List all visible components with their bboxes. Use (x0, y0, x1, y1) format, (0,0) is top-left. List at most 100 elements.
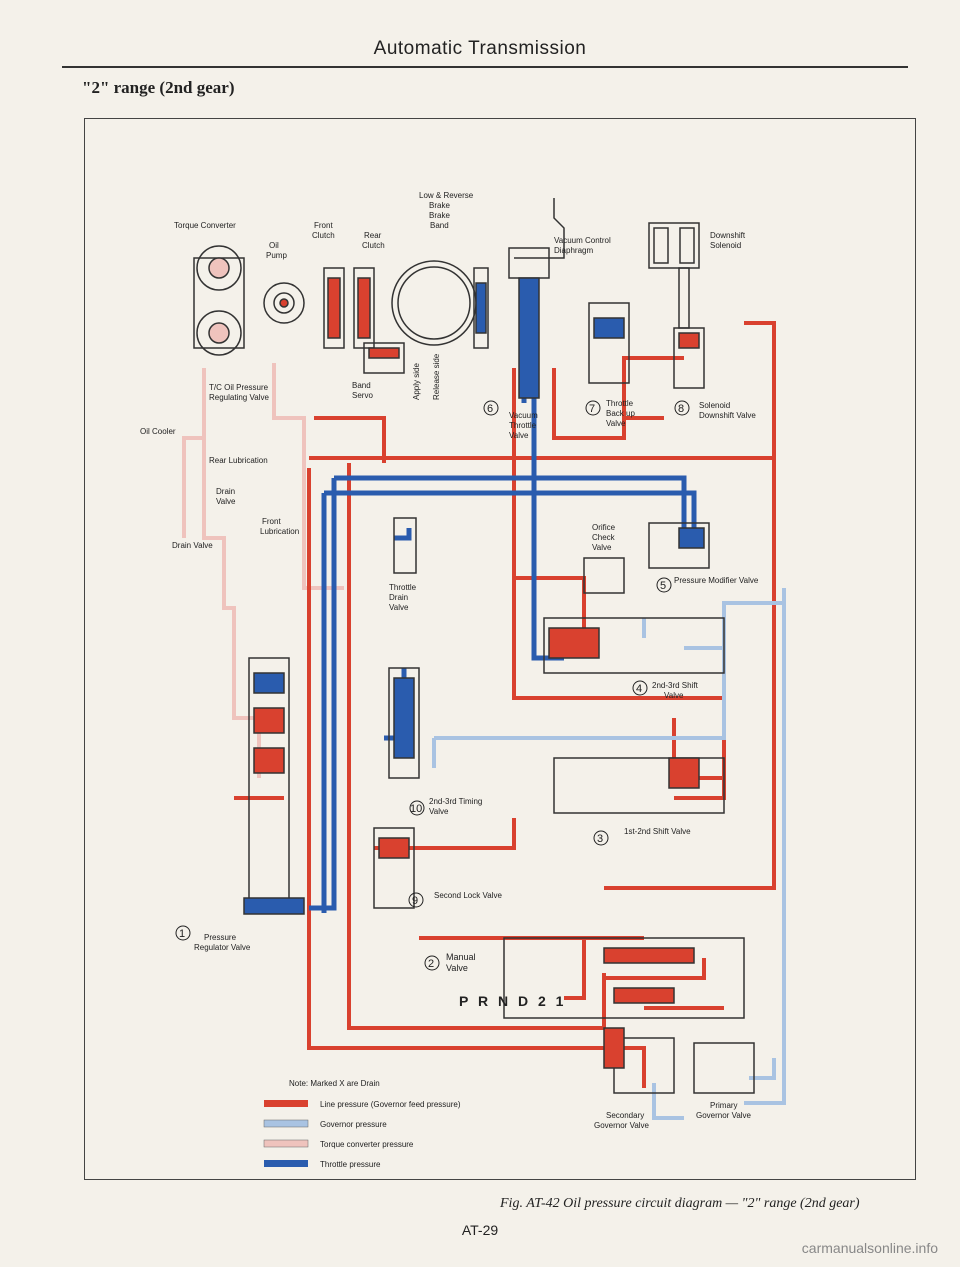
valve-number-10: 10 (410, 803, 422, 815)
label-vacuum-diaphragm: Diaphragm (554, 246, 593, 255)
legend-swatch-throttle-pressure (264, 1160, 308, 1167)
label-shift-23-2: Valve (664, 691, 684, 700)
pressure-regulator-valve (243, 657, 305, 915)
label-band: Band (430, 221, 449, 230)
label-band-servo-1: Band (352, 381, 371, 390)
legend-note: Note: Marked X are Drain (289, 1079, 380, 1088)
valve-number-2: 2 (428, 958, 434, 970)
label-solenoid-downshift-1: Solenoid (699, 401, 730, 410)
page-number: AT-29 (461, 1222, 499, 1238)
shift-valve-12 (553, 757, 725, 814)
front-clutch (323, 267, 345, 349)
label-second-lock: Second Lock Valve (434, 891, 502, 900)
band-servo (363, 342, 405, 374)
oil-pump (263, 282, 305, 324)
label-manual-1: Manual (446, 952, 476, 962)
label-low-reverse-brake: Brake (429, 201, 450, 210)
valve-number-markers (175, 400, 690, 971)
valve-number-8: 8 (678, 403, 684, 415)
brake-band (391, 260, 477, 346)
label-prnd: P R N D 2 1 (459, 993, 566, 1009)
diagram-frame (84, 118, 916, 1180)
label-low-reverse: Low & Reverse (419, 191, 474, 200)
label-downshift: Downshift (710, 231, 746, 240)
legend: Line pressure (Governor feed pressure) G… (263, 1100, 461, 1169)
valve-number-7: 7 (589, 403, 595, 415)
orifice-check-valve (648, 522, 710, 569)
label-pressure-reg-2: Regulator Valve (194, 943, 251, 952)
timing-valve (388, 667, 420, 779)
page-header: Automatic Transmission (373, 38, 587, 59)
label-front-lub-1: Front (262, 517, 281, 526)
label-vacuum-throttle-3: Valve (509, 431, 529, 440)
rear-clutch (353, 267, 375, 349)
label-vacuum-throttle-2: Throttle (509, 421, 537, 430)
label-torque-converter: Torque Converter (174, 221, 236, 230)
label-solenoid-downshift-2: Downshift Valve (699, 411, 756, 420)
label-rear: Rear (364, 231, 382, 240)
figure-caption: Fig. AT-42 Oil pressure circuit diagram … (500, 1196, 860, 1211)
label-orifice-1: Orifice (592, 523, 616, 532)
label-drain-valve-2: Drain Valve (172, 541, 213, 550)
legend-label-torque-converter-pressure: Torque converter pressure (320, 1140, 414, 1149)
label-downshift-solenoid: Solenoid (710, 241, 741, 250)
throttle-pressure-lines (309, 348, 697, 913)
section-title: "2" range (2nd gear) (82, 78, 235, 97)
label-throttle-drain-2: Drain (389, 593, 408, 602)
label-pressure-reg-1: Pressure (204, 933, 237, 942)
vacuum-control-diaphragm (508, 198, 565, 399)
label-oil-cooler: Oil Cooler (140, 427, 176, 436)
valve-number-3: 3 (597, 833, 603, 845)
torque-converter (193, 245, 245, 356)
label-vacuum-control: Vacuum Control (554, 236, 611, 245)
header-rule (62, 66, 908, 68)
legend-label-line-pressure: Line pressure (Governor feed pressure) (320, 1100, 461, 1109)
label-tc-valve-1: T/C Oil Pressure (209, 383, 269, 392)
label-rear-clutch: Clutch (362, 241, 385, 250)
label-shift-12: 1st-2nd Shift Valve (624, 827, 691, 836)
label-rear-lubrication: Rear Lubrication (209, 456, 268, 465)
legend-swatch-line-pressure (264, 1100, 308, 1107)
label-primary-gov-1: Primary (710, 1101, 738, 1110)
label-throttle-drain-1: Throttle (389, 583, 417, 592)
label-pressure-modifier: Pressure Modifier Valve (674, 576, 759, 585)
throttle-drain-valve (393, 517, 417, 574)
label-shift-23-1: 2nd-3rd Shift (652, 681, 699, 690)
label-vacuum-throttle-1: Vacuum (509, 411, 538, 420)
valve-number-4: 4 (636, 683, 642, 695)
manual-valve (503, 937, 745, 1019)
label-secondary-gov-2: Governor Valve (594, 1121, 650, 1130)
label-secondary-gov-1: Secondary (606, 1111, 644, 1120)
legend-label-throttle-pressure: Throttle pressure (320, 1160, 381, 1169)
label-orifice-2: Check (592, 533, 616, 542)
label-throttle-backup-3: Valve (606, 419, 626, 428)
legend-label-governor-pressure: Governor pressure (320, 1120, 387, 1129)
label-drain-valve-1b: Valve (216, 497, 236, 506)
second-lock-valve (373, 827, 415, 909)
label-timing-2: Valve (429, 807, 449, 816)
label-front: Front (314, 221, 333, 230)
legend-swatch-torque-converter-pressure (263, 1139, 309, 1148)
label-throttle-backup-1: Throttle (606, 399, 634, 408)
oil-pressure-circuit-diagram: Torque Converter Oil Pump Front Clutch R… (140, 191, 786, 1169)
valve-number-9: 9 (412, 895, 418, 907)
throttle-backup-valve (588, 302, 630, 384)
solenoid-downshift-valve (673, 327, 705, 389)
label-orifice-3: Valve (592, 543, 612, 552)
watermark: carmanualsonline.info (801, 1240, 938, 1256)
shift-valve-23 (543, 617, 725, 674)
label-primary-gov-2: Governor Valve (696, 1111, 752, 1120)
label-throttle-drain-3: Valve (389, 603, 409, 612)
valve-number-5: 5 (660, 580, 666, 592)
downshift-solenoid (648, 222, 700, 329)
pressure-modifier-valve (583, 557, 625, 594)
label-release-side: Release side (432, 353, 441, 400)
label-throttle-backup-2: Back up (606, 409, 635, 418)
label-front-lub-2: Lubrication (260, 527, 299, 536)
label-oil: Oil (269, 241, 279, 250)
valve-number-6: 6 (487, 403, 493, 415)
legend-swatch-governor-pressure (263, 1119, 309, 1128)
secondary-governor-valve (603, 1027, 675, 1094)
label-timing-1: 2nd-3rd Timing (429, 797, 482, 806)
label-pump: Pump (266, 251, 287, 260)
